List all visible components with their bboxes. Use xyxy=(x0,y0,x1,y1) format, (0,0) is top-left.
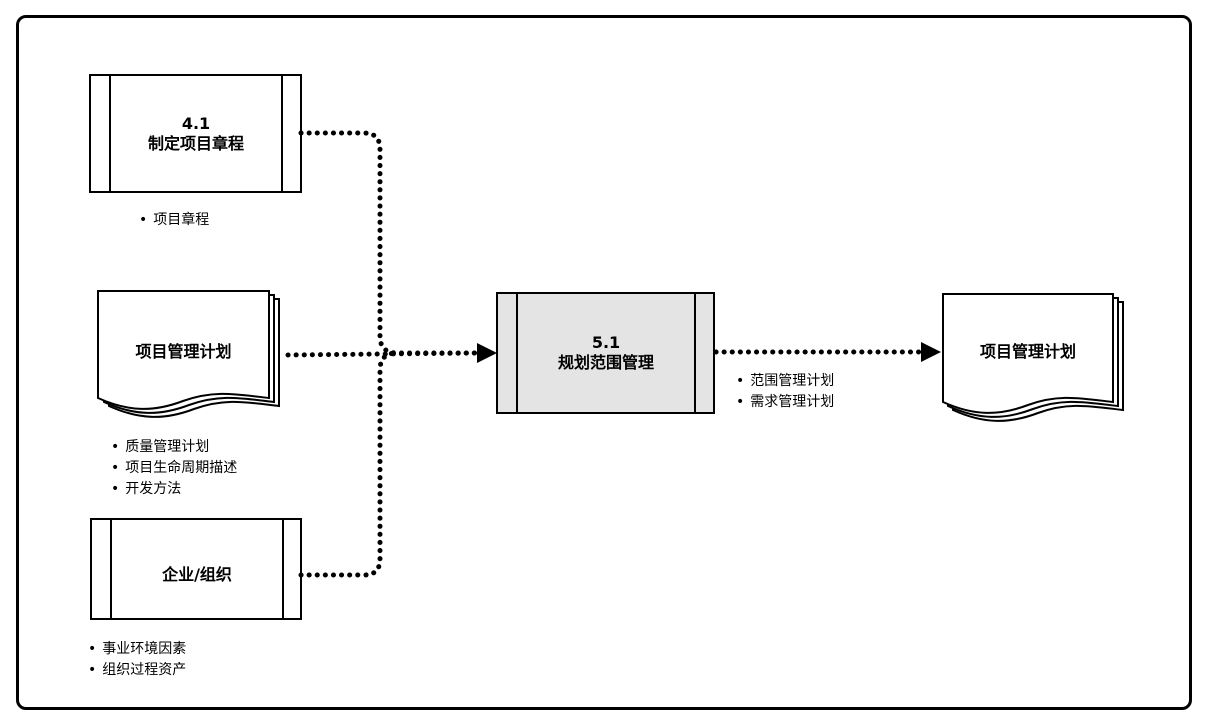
pm-plan-document-stack xyxy=(97,290,280,418)
pm-plan-output-label: 项目管理计划 xyxy=(943,342,1113,362)
list-item: 需求管理计划 xyxy=(736,392,834,413)
connector-enterprise xyxy=(298,350,400,578)
list-item: 组织过程资产 xyxy=(88,660,186,681)
enterprise-items-list: 事业环境因素 组织过程资产 xyxy=(88,639,186,681)
charter-process-name: 制定项目章程 xyxy=(147,134,244,153)
plan-scope-label: 5.1 规划范围管理 xyxy=(517,333,695,373)
plan-scope-process-box xyxy=(496,292,715,414)
charter-process-number: 4.1 xyxy=(181,114,211,133)
plan-scope-number: 5.1 xyxy=(591,333,621,352)
charter-process-box xyxy=(89,74,302,193)
arrowhead-to-plan-scope xyxy=(477,343,497,363)
pm-plan-items-list: 质量管理计划 项目生命周期描述 开发方法 xyxy=(111,437,237,500)
connector-pm-plan xyxy=(285,350,481,358)
plan-scope-name: 规划范围管理 xyxy=(557,353,654,372)
pm-plan-output-name: 项目管理计划 xyxy=(979,342,1076,361)
list-item: 事业环境因素 xyxy=(88,639,186,660)
enterprise-label: 企业/组织 xyxy=(111,565,283,585)
pm-plan-input-name: 项目管理计划 xyxy=(135,342,232,361)
pm-plan-output-document-stack xyxy=(942,293,1124,422)
enterprise-box xyxy=(90,518,302,620)
list-item: 项目生命周期描述 xyxy=(111,458,237,479)
enterprise-name: 企业/组织 xyxy=(162,565,232,584)
output-items-list: 范围管理计划 需求管理计划 xyxy=(736,371,834,413)
list-item: 开发方法 xyxy=(111,479,237,500)
charter-process-label: 4.1 制定项目章程 xyxy=(110,114,282,154)
connector-charter xyxy=(298,130,481,356)
list-item: 项目章程 xyxy=(139,210,209,231)
list-item: 范围管理计划 xyxy=(736,371,834,392)
pm-plan-input-label: 项目管理计划 xyxy=(98,342,269,362)
list-item: 质量管理计划 xyxy=(111,437,237,458)
diagram-frame xyxy=(16,15,1192,710)
charter-items-list: 项目章程 xyxy=(139,210,209,231)
arrowhead-to-output xyxy=(921,342,941,362)
